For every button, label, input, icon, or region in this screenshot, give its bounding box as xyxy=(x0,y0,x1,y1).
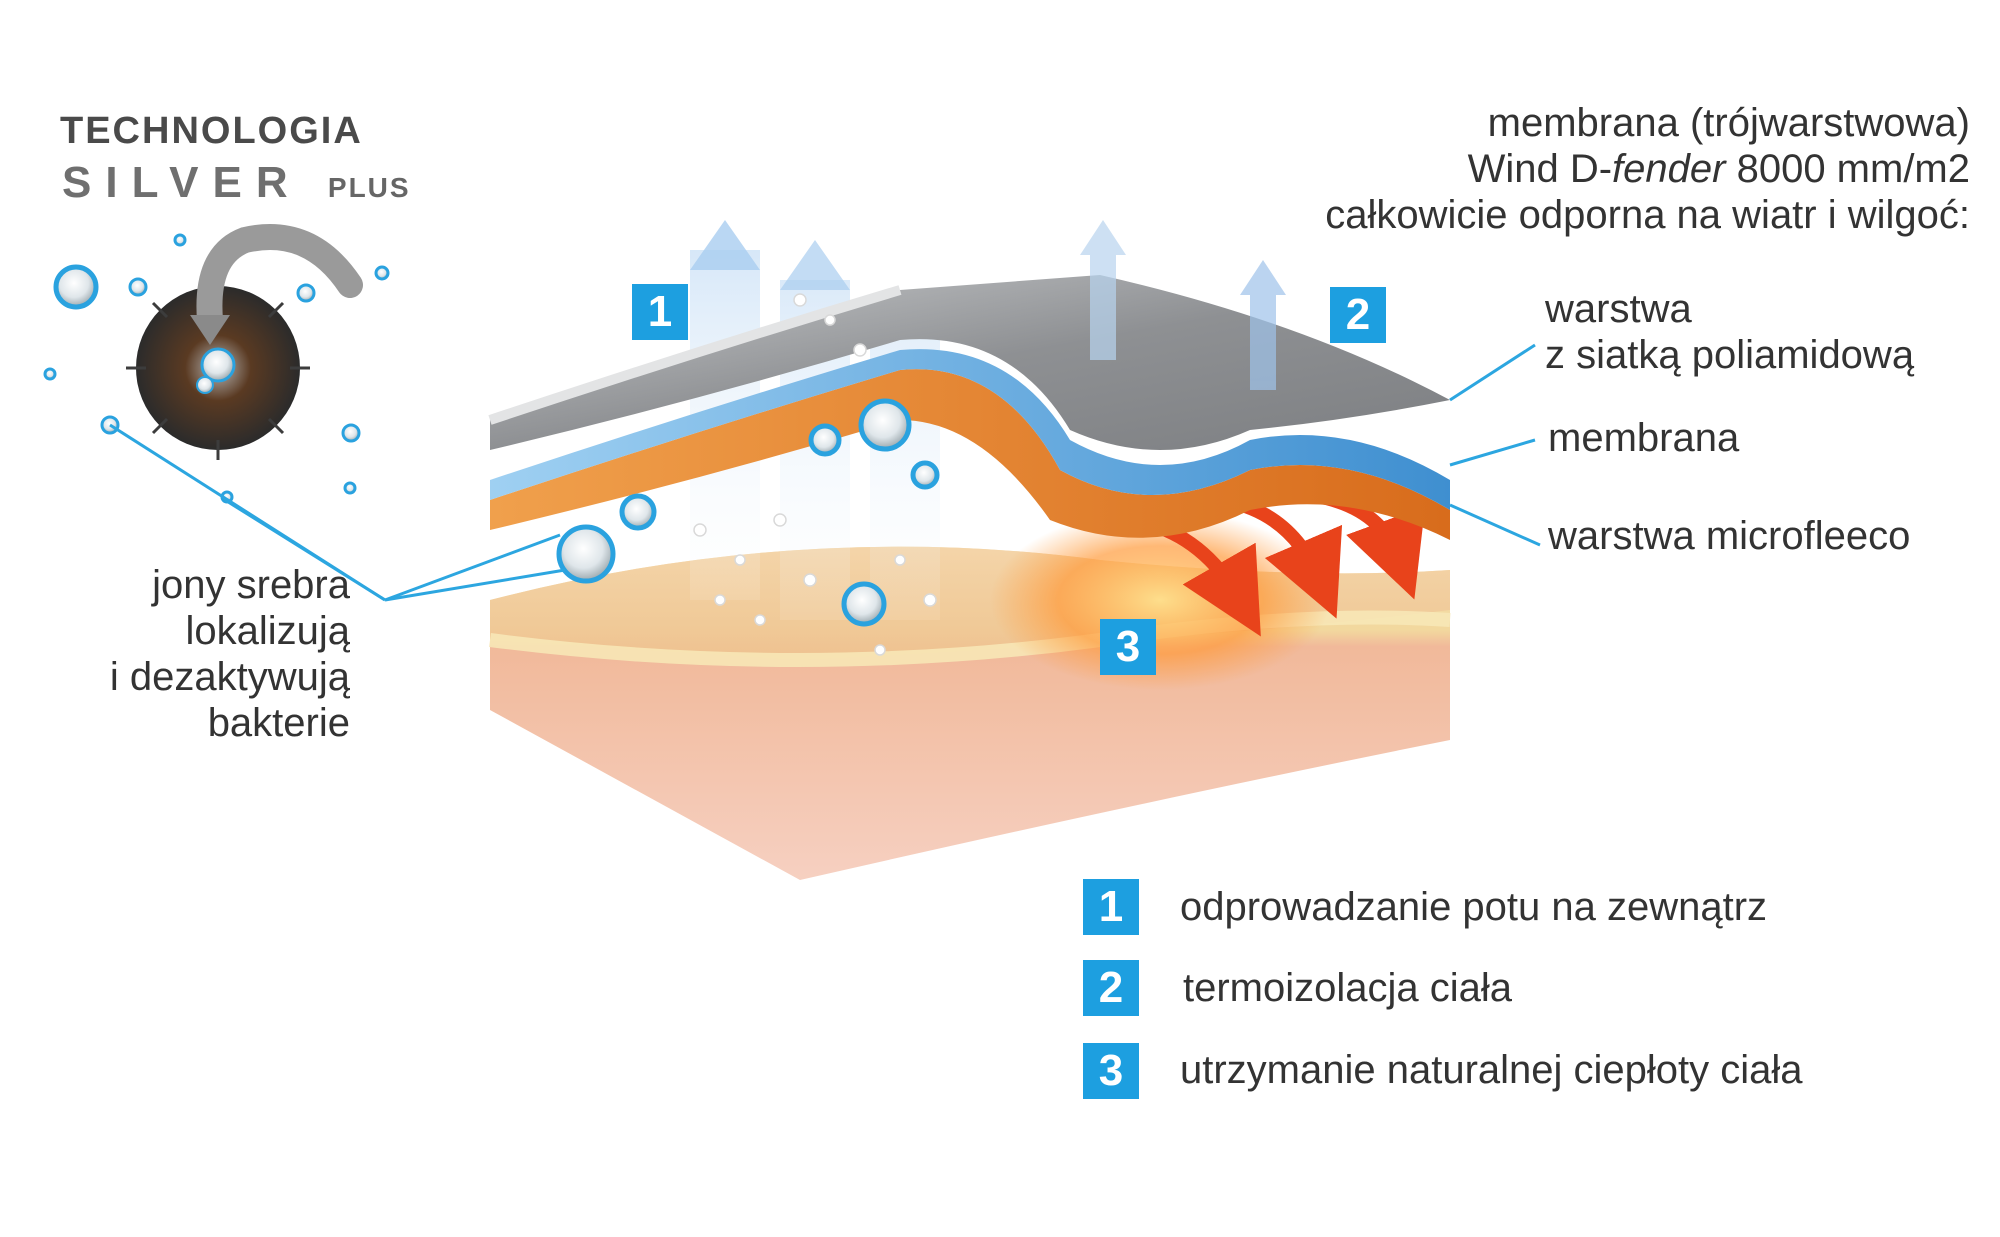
badge-1: 1 xyxy=(632,284,688,340)
legend-badge-1: 1 xyxy=(1083,879,1139,935)
membrane-header-line2-suffix: 8000 mm/m2 xyxy=(1725,147,1970,191)
callout-lines xyxy=(109,343,1541,602)
membrane-header-line2-italic: fender xyxy=(1612,147,1726,191)
outer-layer xyxy=(490,275,1450,450)
membrane-header-line2-prefix: Wind D- xyxy=(1467,147,1613,191)
fleece-layer xyxy=(490,369,1450,540)
label-outer-layer: warstwa z siatką poliamidową xyxy=(1545,286,1914,378)
heat-glow xyxy=(990,510,1330,690)
legend-badge-2: 2 xyxy=(1083,960,1139,1016)
label-fleece: warstwa microfleeco xyxy=(1548,514,1911,558)
label-outer-line2: z siatką poliamidową xyxy=(1545,333,1915,377)
legend-badge-3: 3 xyxy=(1083,1043,1139,1099)
membrane-layer xyxy=(490,349,1450,510)
ions-caption: jony srebra lokalizują i dezaktywują bak… xyxy=(110,562,350,746)
membrane-header-line3: całkowicie odporna na wiatr i wilgoć: xyxy=(1325,193,1970,237)
legend-text-3: utrzymanie naturalnej ciepłoty ciała xyxy=(1180,1048,1803,1092)
ions-caption-line1: jony srebra xyxy=(152,563,350,607)
legend-text-2: termoizolacja ciała xyxy=(1183,966,1513,1010)
ions-caption-line2: lokalizują xyxy=(185,609,350,653)
bacteria-icon xyxy=(126,224,363,460)
legend-text-1: odprowadzanie potu na zewnątrz xyxy=(1180,885,1768,929)
logo-silver: SILVER xyxy=(62,158,302,207)
badge-3: 3 xyxy=(1100,619,1156,675)
vapor-arrows-right xyxy=(1080,220,1286,390)
membrane-header-line2: Wind D-fender 8000 mm/m2 xyxy=(1325,146,1970,192)
ions-caption-line4: bakterie xyxy=(207,701,350,745)
label-outer-line1: warstwa xyxy=(1545,287,1692,331)
badge-2: 2 xyxy=(1330,287,1386,343)
ions-caption-line3: i dezaktywują xyxy=(109,655,350,699)
logo-plus: PLUS xyxy=(327,172,411,203)
ion-bubbles xyxy=(556,398,940,627)
label-membrane: membrana xyxy=(1548,416,1740,460)
logo-line1: TECHNOLOGIA xyxy=(60,110,363,152)
membrane-header-line1: membrana (trójwarstwowa) xyxy=(1487,101,1970,145)
vapor-droplets xyxy=(693,293,937,656)
membrane-header: membrana (trójwarstwowa) Wind D-fender 8… xyxy=(1325,100,1970,238)
logo-line2: SILVER PLUS xyxy=(62,158,411,208)
